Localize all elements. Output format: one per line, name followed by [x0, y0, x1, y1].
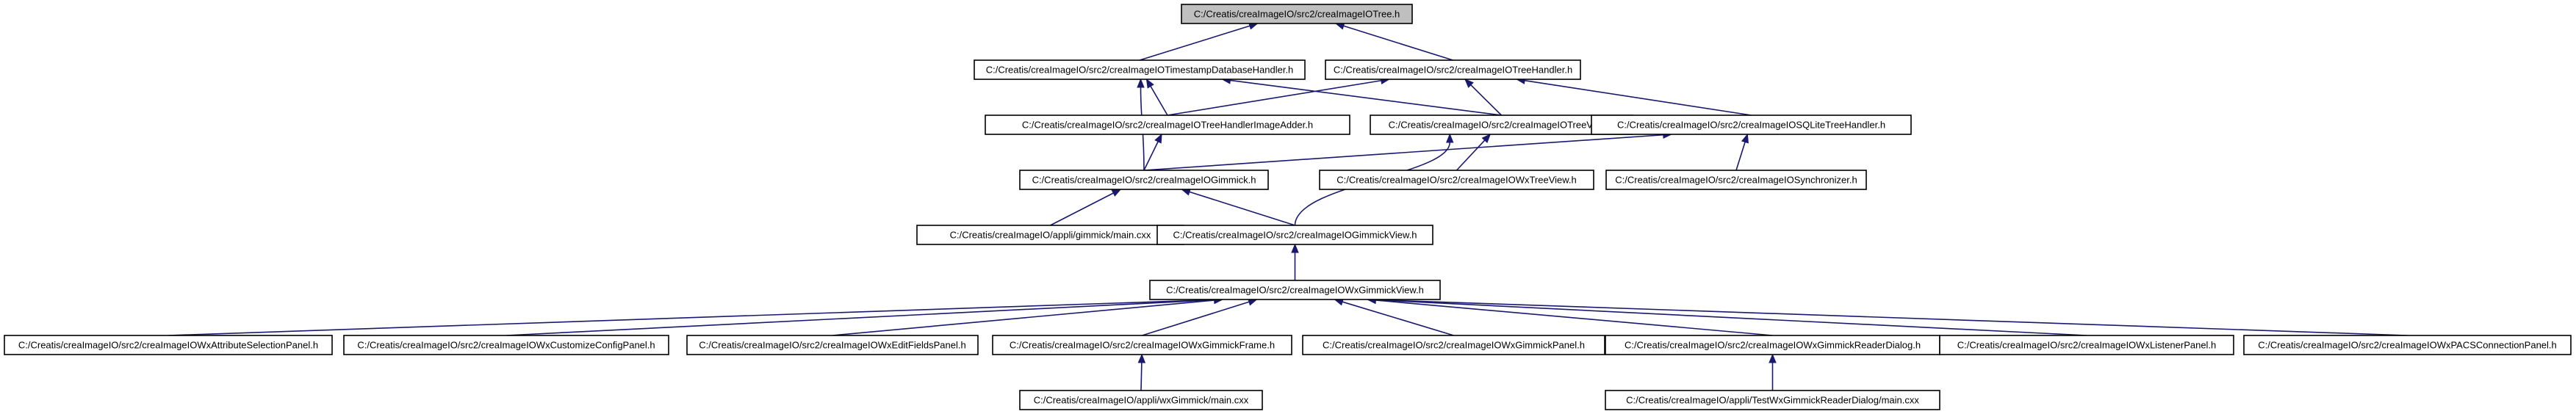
edge-gimmick-to-sqlite	[1143, 131, 1673, 171]
node-box	[1939, 335, 2234, 355]
node-label: C:/Creatis/creaImageIO/src2/creaImageIOW…	[18, 340, 318, 351]
node-label: C:/Creatis/creaImageIO/src2/creaImageIOW…	[1010, 340, 1275, 351]
node-box	[985, 115, 1350, 135]
node-box	[1325, 59, 1581, 80]
edge-panel-to-wxgv	[1334, 298, 1454, 336]
node-box	[1605, 335, 1940, 355]
graph-node-thia[interactable]: C:/Creatis/creaImageIO/src2/creaImageIOT…	[985, 115, 1350, 135]
graph-edges	[168, 22, 2408, 391]
graph-node-listen[interactable]: C:/Creatis/creaImageIO/src2/creaImageIOW…	[1939, 335, 2234, 355]
edge-tv-to-tsdb	[1221, 76, 1502, 116]
node-label: C:/Creatis/creaImageIO/appli/TestWxGimmi…	[1626, 395, 1919, 406]
edge-frame-to-wxgv	[1142, 298, 1258, 336]
node-label: C:/Creatis/creaImageIO/src2/creaImageIOG…	[1032, 175, 1256, 186]
edge-wxmain-to-frame	[1137, 353, 1146, 391]
node-box	[1605, 170, 1867, 190]
edge-tsdb-to-tree	[1139, 22, 1259, 61]
node-label: C:/Creatis/creaImageIO/src2/creaImageIOW…	[2258, 340, 2557, 351]
node-label: C:/Creatis/creaImageIO/src2/creaImageIOW…	[357, 340, 655, 351]
edge-gv-to-gimmick	[1181, 188, 1295, 226]
graph-node-gv[interactable]: C:/Creatis/creaImageIO/src2/creaImageIOG…	[1156, 225, 1433, 245]
node-label: C:/Creatis/creaImageIO/appli/gimmick/mai…	[950, 230, 1151, 241]
node-box	[4, 335, 333, 355]
graph-node-tsdb[interactable]: C:/Creatis/creaImageIO/src2/creaImageIOT…	[974, 59, 1306, 80]
edge-attr-to-wxgv	[168, 296, 1224, 336]
node-box	[1319, 170, 1594, 190]
node-box	[686, 335, 979, 355]
edge-tv-to-th	[1464, 79, 1503, 116]
node-box	[1591, 115, 1912, 135]
edge-gimmick-to-thia	[1143, 133, 1162, 171]
graph-node-edit[interactable]: C:/Creatis/creaImageIO/src2/creaImageIOW…	[686, 335, 979, 355]
node-label: C:/Creatis/creaImageIO/src2/creaImageIOT…	[1389, 120, 1615, 131]
graph-node-th[interactable]: C:/Creatis/creaImageIO/src2/creaImageIOT…	[1325, 59, 1581, 80]
graph-node-frame[interactable]: C:/Creatis/creaImageIO/src2/creaImageIOW…	[992, 335, 1292, 355]
graph-node-tree[interactable]: C:/Creatis/creaImageIO/src2/creaImageIOT…	[1181, 4, 1413, 24]
node-box	[1019, 390, 1263, 410]
node-label: C:/Creatis/creaImageIO/appli/wxGimmick/m…	[1034, 395, 1249, 406]
node-box	[916, 225, 1184, 245]
graph-node-sqlite[interactable]: C:/Creatis/creaImageIO/src2/creaImageIOS…	[1591, 115, 1912, 135]
node-box	[1149, 280, 1441, 300]
edge-listen-to-wxgv	[1366, 296, 2087, 336]
edge-main-to-gimmick	[1050, 189, 1122, 226]
node-label: C:/Creatis/creaImageIO/src2/creaImageIOG…	[1173, 230, 1417, 241]
node-label: C:/Creatis/creaImageIO/src2/creaImageIOW…	[1336, 175, 1577, 186]
node-label: C:/Creatis/creaImageIO/src2/creaImageIOW…	[1957, 340, 2217, 351]
node-box	[992, 335, 1292, 355]
graph-nodes: C:/Creatis/creaImageIO/src2/creaImageIOT…	[4, 4, 2572, 410]
graph-node-tv[interactable]: C:/Creatis/creaImageIO/src2/creaImageIOT…	[1370, 115, 1633, 135]
graph-node-wxtv[interactable]: C:/Creatis/creaImageIO/src2/creaImageIOW…	[1319, 170, 1594, 190]
graph-node-pacs[interactable]: C:/Creatis/creaImageIO/src2/creaImageIOW…	[2243, 335, 2572, 355]
node-label: C:/Creatis/creaImageIO/src2/creaImageIOT…	[986, 65, 1294, 76]
graph-node-wxmain[interactable]: C:/Creatis/creaImageIO/appli/wxGimmick/m…	[1019, 390, 1263, 410]
edge-pacs-to-wxgv	[1366, 296, 2408, 336]
node-label: C:/Creatis/creaImageIO/src2/creaImageIOT…	[1334, 65, 1572, 76]
edge-thia-to-tsdb	[1145, 78, 1168, 116]
node-box	[1605, 390, 1940, 410]
node-box	[974, 59, 1306, 80]
graph-node-wxgv[interactable]: C:/Creatis/creaImageIO/src2/creaImageIOW…	[1149, 280, 1441, 300]
node-label: C:/Creatis/creaImageIO/src2/creaImageIOW…	[1323, 340, 1585, 351]
node-label: C:/Creatis/creaImageIO/src2/creaImageIOW…	[1625, 340, 1921, 351]
node-box	[1019, 170, 1269, 190]
graph-node-testmain[interactable]: C:/Creatis/creaImageIO/appli/TestWxGimmi…	[1605, 390, 1940, 410]
node-box	[1302, 335, 1605, 355]
edge-wxgv-to-gv	[1291, 243, 1299, 280]
graph-node-gimmick[interactable]: C:/Creatis/creaImageIO/src2/creaImageIOG…	[1019, 170, 1269, 190]
node-box	[1156, 225, 1433, 245]
edge-sqlite-to-th	[1515, 76, 1752, 116]
graph-node-rdlg[interactable]: C:/Creatis/creaImageIO/src2/creaImageIOW…	[1605, 335, 1940, 355]
node-box	[2243, 335, 2572, 355]
node-label: C:/Creatis/creaImageIO/src2/creaImageIOS…	[1615, 175, 1857, 186]
graph-node-cust[interactable]: C:/Creatis/creaImageIO/src2/creaImageIOW…	[343, 335, 669, 355]
node-box	[1370, 115, 1633, 135]
graph-node-sync[interactable]: C:/Creatis/creaImageIO/src2/creaImageIOS…	[1605, 170, 1867, 190]
edge-cust-to-wxgv	[506, 296, 1224, 336]
node-label: C:/Creatis/creaImageIO/src2/creaImageIOT…	[1022, 120, 1313, 131]
edge-wxtv-to-tv	[1456, 134, 1492, 171]
edge-th-to-tree	[1334, 22, 1453, 61]
node-label: C:/Creatis/creaImageIO/src2/creaImageIOW…	[1166, 285, 1424, 296]
node-label: C:/Creatis/creaImageIO/src2/creaImageIOS…	[1617, 120, 1885, 131]
graph-node-panel[interactable]: C:/Creatis/creaImageIO/src2/creaImageIOW…	[1302, 335, 1605, 355]
graph-node-attr[interactable]: C:/Creatis/creaImageIO/src2/creaImageIOW…	[4, 335, 333, 355]
node-label: C:/Creatis/creaImageIO/src2/creaImageIOW…	[699, 340, 965, 351]
edge-sync-to-sqlite	[1735, 133, 1749, 171]
node-box	[343, 335, 669, 355]
graph-node-main[interactable]: C:/Creatis/creaImageIO/appli/gimmick/mai…	[916, 225, 1184, 245]
node-box	[1181, 4, 1413, 24]
edge-testmain-to-rdlg	[1769, 353, 1777, 391]
node-label: C:/Creatis/creaImageIO/src2/creaImageIOT…	[1194, 9, 1400, 20]
